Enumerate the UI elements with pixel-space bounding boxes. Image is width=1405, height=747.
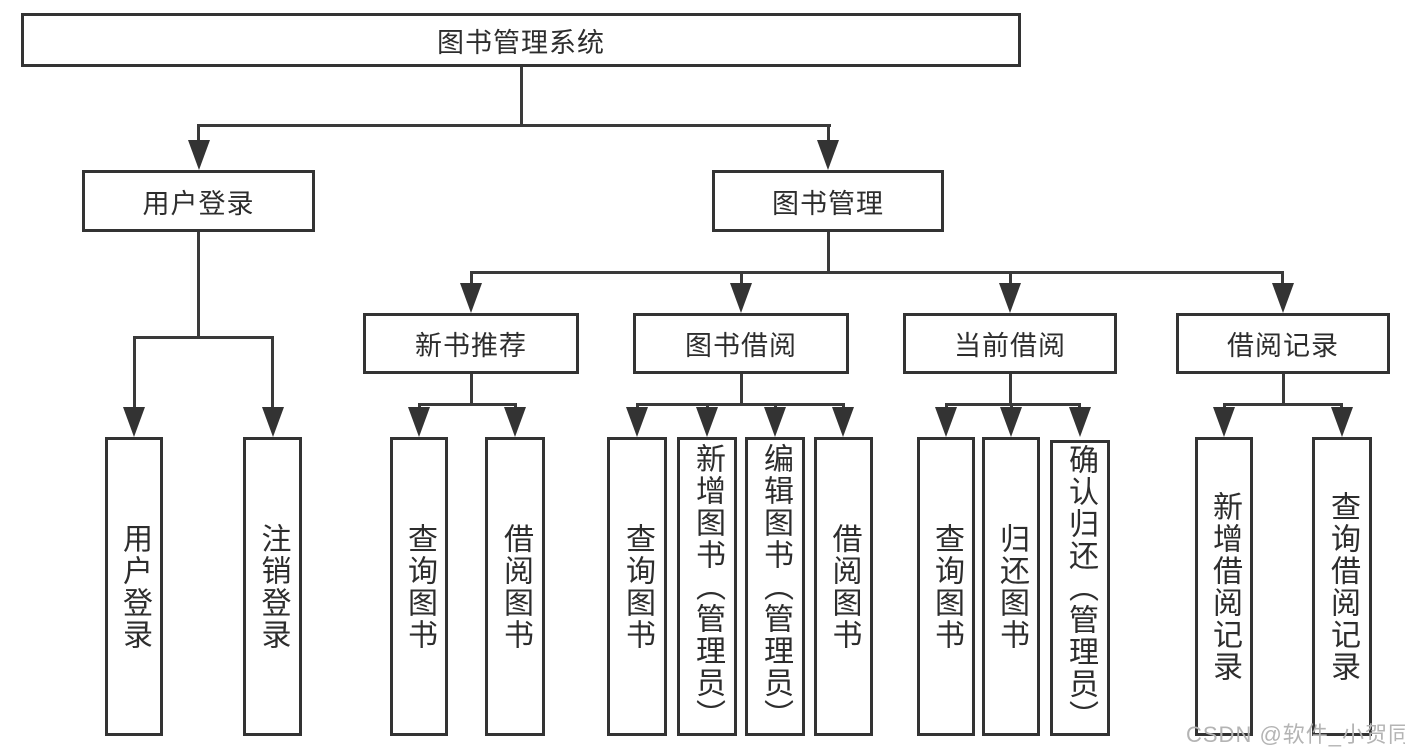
node-leaf-add-borrow-record: 新增借阅记录: [1195, 437, 1253, 736]
connector-line: [1282, 374, 1285, 406]
node-leaf-query-books-borrowing: 查询图书: [607, 437, 667, 736]
node-leaf-query-books-recommend: 查询图书: [390, 437, 448, 736]
node-leaf-edit-books-admin: 编辑图书（管理员）: [745, 437, 805, 736]
node-leaf-query-books-current: 查询图书: [917, 437, 975, 736]
node-leaf-borrow-books-recommend: 借阅图书: [485, 437, 545, 736]
node-leaf-query-borrow-record: 查询借阅记录: [1312, 437, 1372, 736]
arrow-down-icon: [764, 407, 786, 437]
connector-line: [827, 124, 830, 144]
arrow-down-icon: [408, 407, 430, 437]
connector-line: [470, 271, 473, 287]
connector-line: [418, 403, 516, 406]
arrow-down-icon: [460, 283, 482, 313]
node-user-login: 用户登录: [82, 170, 315, 232]
connector-line: [133, 336, 274, 339]
arrow-down-icon: [626, 407, 648, 437]
connector-line: [945, 403, 1081, 406]
connector-line: [1009, 271, 1012, 287]
connector-line: [520, 67, 523, 127]
connector-line: [133, 336, 136, 410]
connector-line: [471, 271, 1283, 274]
csdn-watermark: CSDN @软件_小贺同学: [1186, 722, 1405, 747]
connector-line: [197, 124, 200, 144]
node-leaf-confirm-return-admin: 确认归还（管理员）: [1050, 440, 1110, 736]
connector-line: [740, 271, 743, 287]
node-current-borrowing: 当前借阅: [903, 313, 1117, 374]
node-leaf-borrow-books-borrowing: 借阅图书: [814, 437, 873, 736]
arrow-down-icon: [1331, 407, 1353, 437]
connector-line: [271, 336, 274, 410]
node-borrowing-records: 借阅记录: [1176, 313, 1390, 374]
connector-line: [636, 403, 845, 406]
arrow-down-icon: [730, 283, 752, 313]
connector-line: [197, 124, 831, 127]
connector-line: [740, 374, 743, 406]
connector-line: [1281, 271, 1284, 287]
connector-line: [470, 374, 473, 406]
node-leaf-user-login: 用户登录: [105, 437, 163, 736]
arrow-down-icon: [188, 140, 210, 170]
arrow-down-icon: [504, 407, 526, 437]
arrow-down-icon: [832, 407, 854, 437]
arrow-down-icon: [696, 407, 718, 437]
arrow-down-icon: [1213, 407, 1235, 437]
node-book-management-system: 图书管理系统: [21, 13, 1021, 67]
arrow-down-icon: [1069, 407, 1091, 437]
node-new-book-recommend: 新书推荐: [363, 313, 579, 374]
node-leaf-return-books: 归还图书: [982, 437, 1040, 736]
arrow-down-icon: [1000, 407, 1022, 437]
arrow-down-icon: [999, 283, 1021, 313]
arrow-down-icon: [1272, 283, 1294, 313]
connector-line: [1009, 374, 1012, 406]
arrow-down-icon: [123, 407, 145, 437]
node-book-management: 图书管理: [712, 170, 944, 232]
arrow-down-icon: [935, 407, 957, 437]
node-leaf-logout: 注销登录: [243, 437, 302, 736]
arrow-down-icon: [262, 407, 284, 437]
connector-line: [1223, 403, 1343, 406]
node-leaf-add-books-admin: 新增图书（管理员）: [677, 437, 737, 736]
arrow-down-icon: [817, 140, 839, 170]
connector-line: [197, 232, 200, 339]
connector-line: [827, 232, 830, 274]
node-book-borrowing: 图书借阅: [633, 313, 849, 374]
